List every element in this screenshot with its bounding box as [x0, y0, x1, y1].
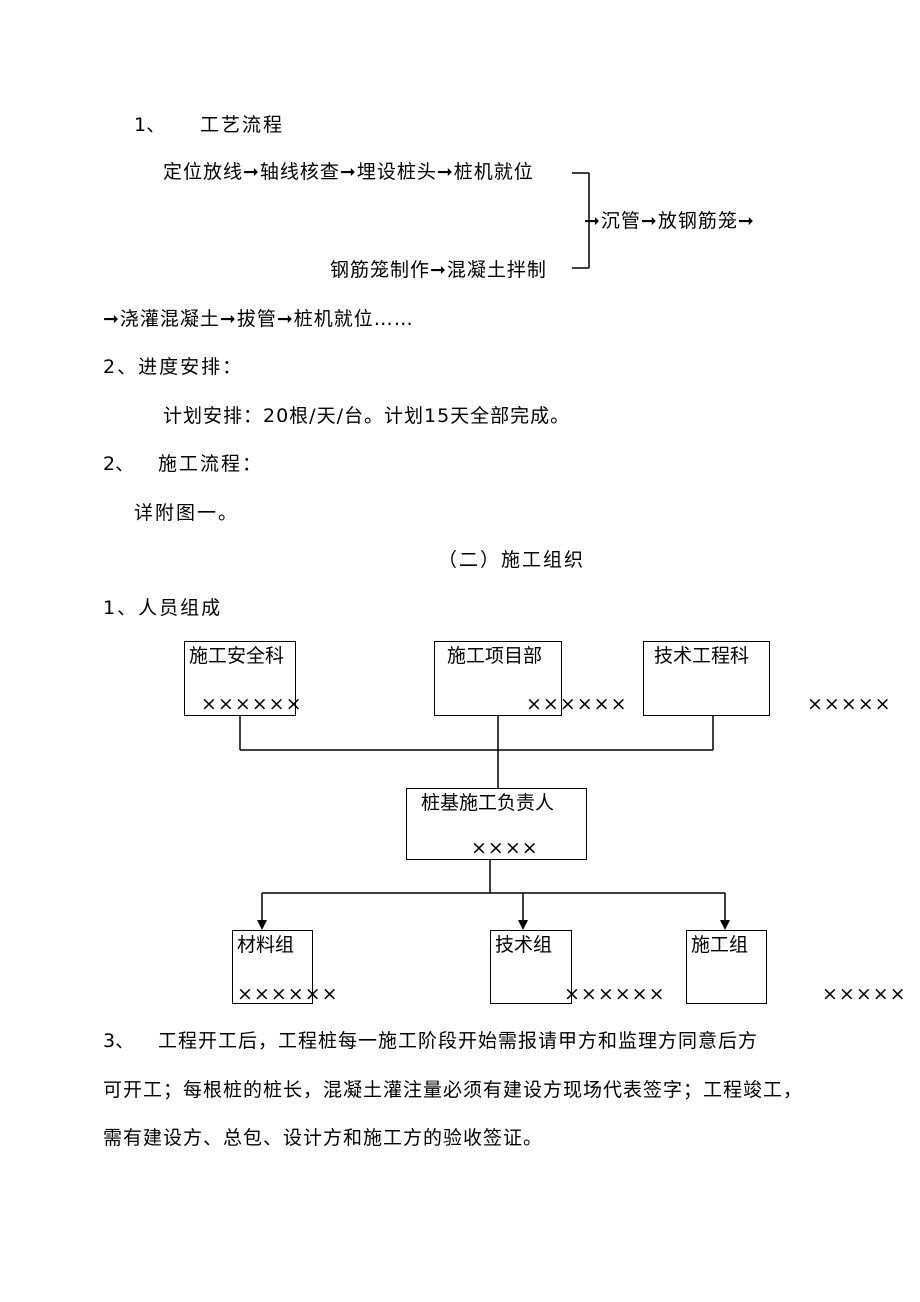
flow-row-1: 定位放线➞轴线核查➞埋设桩头➞桩机就位 [163, 161, 534, 183]
personnel-title: 1、人员组成 [103, 597, 223, 619]
safety-dept-label: 施工安全科 [189, 645, 285, 667]
material-group-label: 材料组 [237, 934, 295, 956]
material-group-names: ×××××× [237, 983, 339, 1005]
note-line-1: 工程开工后，工程桩每一施工阶段开始需报请甲方和监理方同意后方 [158, 1030, 759, 1052]
project-dept-names: ×××××× [526, 693, 628, 715]
tech-dept-label: 技术工程科 [654, 645, 750, 667]
construction-flow-number: 2、 [103, 453, 135, 475]
note-line-3: 需有建设方、总包、设计方和施工方的验收签证。 [103, 1127, 544, 1149]
flow-continuation: ➞浇灌混凝土➞拔管➞桩机就位…… [103, 308, 414, 330]
construction-group-box: 施工组 [686, 930, 767, 1004]
pile-leader-names: ×××× [471, 837, 539, 859]
construction-flow-title: 施工流程： [158, 453, 264, 475]
section-heading: （二）施工组织 [438, 549, 586, 571]
flow-merge: ➞沉管➞放钢筋笼➞ [584, 210, 755, 232]
construction-flow-detail: 详附图一。 [134, 502, 240, 524]
tech-group-label: 技术组 [495, 934, 553, 956]
construction-group-names: ××××× [822, 983, 907, 1005]
project-dept-box: 施工项目部 [434, 641, 562, 716]
tech-group-box: 技术组 [490, 930, 572, 1004]
flow-row-2: 钢筋笼制作➞混凝土拌制 [330, 259, 547, 281]
safety-dept-box: 施工安全科 [184, 641, 296, 716]
tech-group-names: ×××××× [564, 983, 666, 1005]
construction-group-label: 施工组 [691, 934, 749, 956]
schedule-plan: 计划安排：20根/天/台。计划15天全部完成。 [163, 405, 571, 427]
pile-leader-label: 桩基施工负责人 [421, 792, 555, 814]
section-1-title: 工艺流程 [200, 114, 285, 136]
tech-dept-box: 技术工程科 [643, 641, 770, 716]
note-number: 3、 [103, 1030, 135, 1052]
tech-dept-names: ××××× [807, 693, 892, 715]
pile-leader-box: 桩基施工负责人 [406, 788, 587, 860]
project-dept-label: 施工项目部 [447, 645, 543, 667]
material-group-box: 材料组 [232, 930, 313, 1004]
note-line-2: 可开工；每根桩的桩长，混凝土灌注量必须有建设方现场代表签字；工程竣工， [103, 1079, 804, 1101]
safety-dept-names: ×××××× [201, 693, 303, 715]
section-1-number: 1、 [134, 114, 166, 136]
schedule-title: 2、进度安排： [103, 356, 244, 378]
